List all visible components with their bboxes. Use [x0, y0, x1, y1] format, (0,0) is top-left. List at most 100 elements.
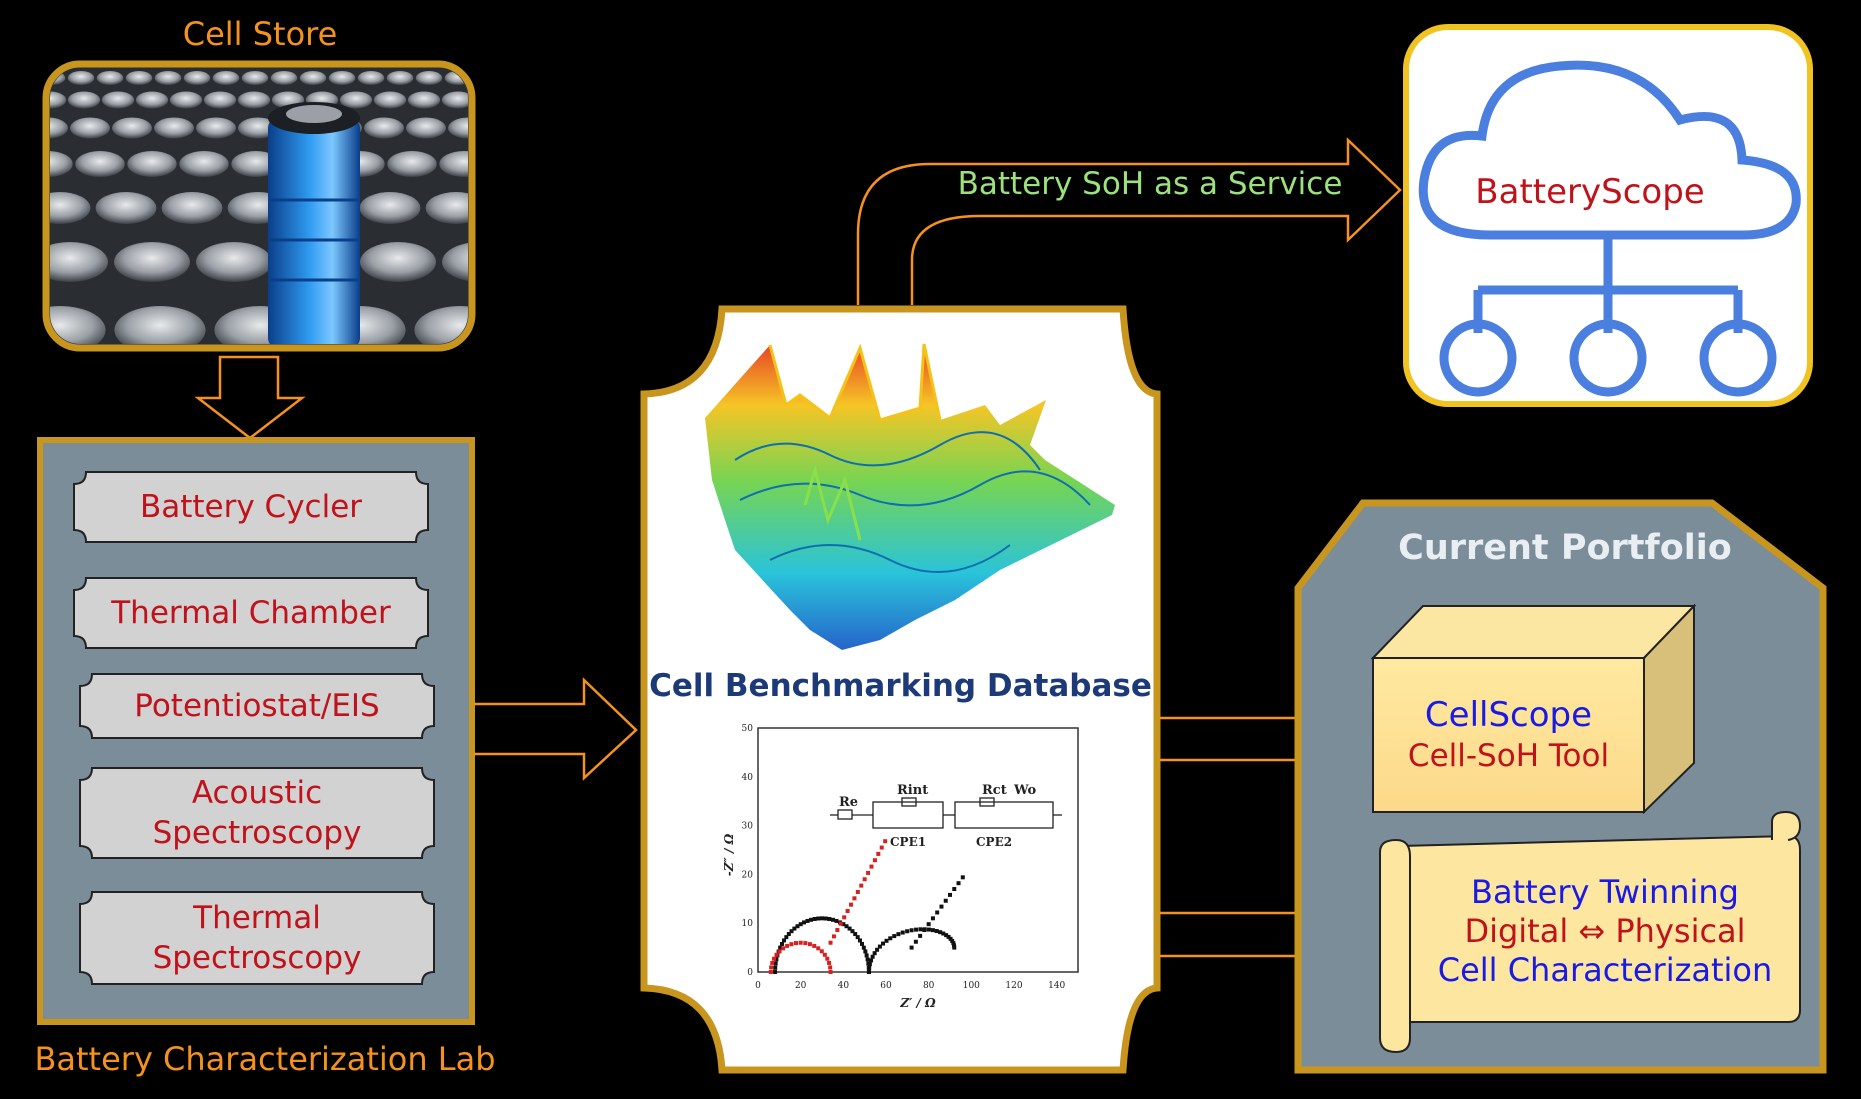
cloud-panel: [1403, 24, 1813, 407]
eis-data-point-red: [855, 889, 860, 894]
cell-top: [241, 71, 269, 85]
eis-data-point-red: [876, 851, 881, 856]
database-to-cloud-arrow: [856, 137, 1402, 305]
cell-top: [439, 151, 468, 177]
cloud-network-icon: [1418, 60, 1801, 397]
eis-data-point-black: [778, 945, 783, 950]
eis-data-point-red: [772, 956, 777, 961]
eis-data-point-red: [862, 877, 867, 882]
eis-data-point-black: [827, 916, 832, 921]
cell-top: [441, 91, 468, 109]
eis-data-point-black: [930, 928, 935, 933]
eis-data-point-red: [852, 896, 857, 901]
eis-data-point-black: [802, 920, 807, 925]
twinning-line1: Battery Twinning: [1471, 873, 1739, 911]
eis-data-point-black: [909, 928, 914, 933]
eis-data-point-black: [900, 930, 905, 935]
eis-data-point-black: [798, 922, 803, 927]
lab-item-plaque: [79, 767, 435, 859]
cell-top: [373, 91, 407, 109]
eis-data-point-red: [798, 940, 803, 945]
eis-data-point-black: [896, 932, 901, 937]
eis-data-point-black: [939, 904, 944, 909]
eis-data-point-black: [926, 927, 931, 932]
circuit-cpe2-label: CPE2: [976, 835, 1012, 849]
twinning-scroll-icon: [1379, 810, 1802, 1054]
eis-data-point-black: [946, 934, 951, 939]
eis-data-point-black: [863, 949, 868, 954]
eis-data-point-black: [960, 875, 965, 880]
cellscope-box-icon: [1370, 603, 1697, 815]
cell-top: [203, 91, 237, 109]
circuit-wo-label: Wo: [1013, 783, 1037, 798]
circuit-rint-label: Rint: [897, 783, 928, 798]
eis-data-point-black: [774, 957, 779, 962]
cell-top: [50, 242, 108, 282]
eis-data-point-red: [785, 943, 790, 948]
eis-data-point-black: [869, 958, 874, 963]
eis-data-point-red: [819, 949, 824, 954]
eis-data-point-black: [855, 935, 860, 940]
cell-top: [406, 117, 446, 139]
cell-top: [357, 71, 385, 85]
eis-xlabel: Z′ / Ω: [899, 996, 936, 1010]
cell-top: [101, 91, 135, 109]
surface-plot-3d: [705, 343, 1115, 650]
eis-y-tick-label: 20: [742, 870, 754, 880]
cell-top: [364, 117, 404, 139]
eis-data-point-black: [892, 934, 897, 939]
lab-item-label: Battery Cycler: [139, 489, 363, 525]
cells-grid: [50, 71, 468, 344]
cell-top: [70, 117, 110, 139]
eis-data-point-black: [948, 892, 952, 897]
eis-data-point-black: [948, 936, 953, 941]
eis-data-point-red: [828, 965, 833, 970]
eis-data-point-red: [869, 864, 874, 869]
cell-top: [212, 71, 240, 85]
lab-item-plaque: [73, 577, 429, 649]
eis-data-point-black: [844, 924, 849, 929]
eis-data-point-black: [847, 926, 852, 931]
twinning-line2: Digital ⇔ Physical: [1464, 912, 1746, 950]
lab-item-label: Acoustic Spectroscopy: [152, 775, 362, 851]
eis-data-point-black: [941, 931, 946, 936]
eis-data-point-black: [792, 926, 797, 931]
eis-x-tick-label: 20: [795, 981, 807, 991]
eis-y-tick-label: 30: [742, 822, 754, 832]
cell-top: [114, 242, 190, 282]
cell-top: [179, 151, 229, 177]
twinning-line3: Cell Characterization: [1437, 951, 1773, 989]
cell-top: [442, 242, 468, 282]
eis-data-point-red: [777, 949, 782, 954]
eis-data-point-red: [812, 943, 817, 948]
eis-data-point-black: [950, 938, 955, 943]
portfolio-title: Current Portfolio: [1398, 528, 1732, 568]
cell-top: [154, 71, 182, 85]
eis-data-point-black: [841, 922, 846, 927]
cell-top: [127, 151, 177, 177]
eis-data-point-black: [884, 938, 889, 943]
eis-data-point-black: [786, 932, 791, 937]
eis-data-point-black: [905, 929, 910, 934]
eis-data-point-red: [831, 934, 836, 939]
eis-data-point-black: [789, 929, 794, 934]
eis-data-point-red: [866, 870, 871, 875]
eis-data-point-black: [935, 910, 940, 915]
lab-item-plaque: [79, 891, 435, 985]
cell-top: [67, 71, 95, 85]
circuit-cpe1-label: CPE1: [890, 835, 926, 849]
eis-y-tick-label: 10: [742, 919, 754, 929]
eis-data-point-black: [918, 927, 923, 932]
eis-data-point-black: [867, 962, 872, 967]
cell-top: [448, 117, 468, 139]
cell-store-title: Cell Store: [182, 15, 338, 53]
eis-data-point-red: [803, 941, 808, 946]
lab-item-label: Thermal Chamber: [111, 595, 391, 631]
eis-data-point-red: [849, 902, 854, 907]
eis-data-point-red: [835, 928, 840, 933]
eis-data-point-black: [943, 898, 948, 903]
eis-data-point-red: [845, 909, 850, 913]
cell-top: [114, 306, 206, 344]
eis-y-tick-label: 50: [742, 724, 754, 734]
eis-data-point-black: [926, 922, 931, 927]
